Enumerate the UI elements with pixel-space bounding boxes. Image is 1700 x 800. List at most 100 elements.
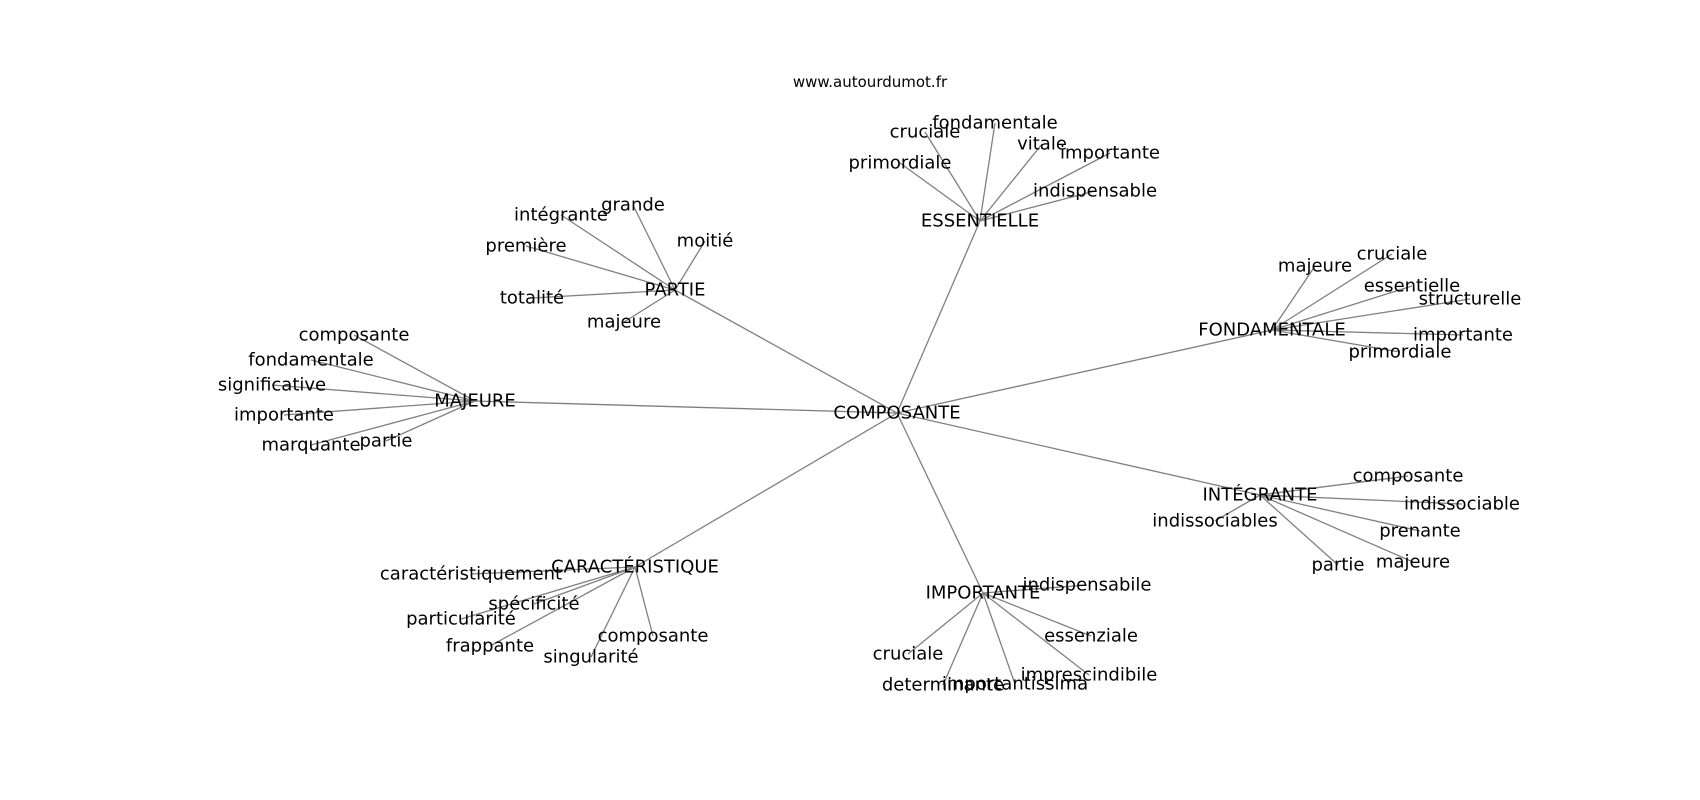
root-node-label: COMPOSANTE	[833, 403, 960, 424]
leaf-label-integrante-prenante: prenante	[1379, 521, 1460, 542]
leaf-label-caracteristique-caracteristiquement: caractéristiquement	[380, 564, 562, 585]
edge-caracteristique-composante	[634, 566, 654, 637]
edge-caracteristique-specificite	[533, 566, 636, 605]
leaf-label-partie-integrante: intégrante	[514, 205, 608, 226]
edge-majeure-composante	[353, 334, 476, 402]
leaf-label-fondamentale-majeure: majeure	[1278, 256, 1352, 277]
edge-integrante-prenante	[1259, 494, 1421, 532]
edge-importante-essenziale	[982, 592, 1092, 637]
edge-root-partie	[674, 289, 898, 414]
leaf-label-caracteristique-particularite: particularité	[406, 609, 516, 630]
edge-importante-cruciale	[907, 592, 984, 655]
leaf-label-caracteristique-specificite: spécificité	[488, 594, 579, 615]
leaf-label-importante-essenziale: essenziale	[1044, 626, 1138, 647]
leaf-label-fondamentale-primordiale: primordiale	[1349, 342, 1452, 363]
leaf-label-integrante-majeure: majeure	[1376, 552, 1450, 573]
edge-integrante-majeure	[1259, 494, 1414, 563]
edge-partie-integrante	[560, 214, 676, 291]
leaf-label-majeure-partie: partie	[360, 431, 413, 452]
edge-fondamentale-importante	[1271, 329, 1464, 336]
hub-label-majeure: MAJEURE	[434, 391, 516, 412]
leaf-label-essentielle-cruciale: cruciale	[890, 122, 961, 143]
edge-essentielle-cruciale	[924, 131, 981, 222]
edge-root-majeure	[474, 400, 898, 414]
edge-fondamentale-structurelle	[1271, 298, 1471, 331]
leaf-label-importante-indispensabile: indispensabile	[1022, 575, 1151, 596]
edge-essentielle-vitale	[979, 143, 1043, 222]
edge-fondamentale-cruciale	[1271, 253, 1393, 331]
graph-edges	[271, 122, 1471, 686]
leaf-label-importante-imprescindibile: imprescindibile	[1021, 665, 1158, 686]
edge-caracteristique-frappante	[489, 566, 636, 647]
edge-partie-moitie	[674, 240, 706, 291]
leaf-label-partie-moitie: moitié	[677, 231, 734, 252]
edge-caracteristique-caracteristiquement	[470, 566, 636, 575]
leaf-label-importante-importantissima: importantissima	[942, 674, 1088, 695]
edge-integrante-partie	[1259, 494, 1339, 566]
leaf-label-integrante-indissociable: indissociable	[1404, 494, 1520, 515]
leaf-label-majeure-importante: importante	[234, 405, 334, 426]
leaf-label-essentielle-fondamentale: fondamentale	[932, 113, 1057, 134]
leaf-label-partie-totalite: totalité	[500, 288, 564, 309]
leaf-label-integrante-partie: partie	[1312, 555, 1365, 576]
edge-majeure-importante	[283, 400, 476, 416]
edge-majeure-significative	[271, 384, 476, 402]
leaf-label-partie-grande: grande	[601, 195, 665, 216]
edge-root-integrante	[896, 412, 1261, 496]
leaf-label-partie-premiere: première	[485, 236, 566, 257]
leaf-label-fondamentale-cruciale: cruciale	[1357, 244, 1428, 265]
edge-partie-majeure	[623, 289, 676, 323]
edge-caracteristique-particularite	[460, 566, 636, 620]
leaf-label-caracteristique-composante: composante	[598, 626, 709, 647]
edge-fondamentale-essentielle	[1271, 285, 1413, 331]
edge-essentielle-fondamentale	[979, 122, 996, 222]
leaf-label-majeure-marquante: marquante	[261, 435, 360, 456]
hub-label-integrante: INTÉGRANTE	[1202, 484, 1317, 506]
hub-label-essentielle: ESSENTIELLE	[921, 211, 1039, 232]
edge-partie-totalite	[531, 289, 676, 299]
leaf-label-caracteristique-singularite: singularité	[543, 647, 638, 668]
leaf-label-essentielle-primordiale: primordiale	[849, 153, 952, 174]
leaf-label-partie-majeure: majeure	[587, 312, 661, 333]
leaf-label-essentielle-importante: importante	[1060, 143, 1160, 164]
edge-root-essentielle	[896, 220, 981, 414]
hub-label-importante: IMPORTANTE	[926, 583, 1041, 604]
edge-essentielle-importante	[979, 152, 1111, 222]
edge-fondamentale-primordiale	[1271, 329, 1401, 353]
leaf-label-majeure-composante: composante	[299, 325, 410, 346]
edge-importante-importantissima	[982, 592, 1016, 685]
edge-importante-determinante	[942, 592, 984, 686]
edge-majeure-marquante	[310, 400, 476, 446]
watermark-text: www.autourdumot.fr	[793, 73, 948, 91]
edge-root-fondamentale	[896, 329, 1273, 414]
leaf-label-importante-determinante: determinante	[882, 675, 1004, 696]
leaf-label-majeure-significative: significative	[218, 375, 326, 396]
edge-essentielle-indispensable	[979, 190, 1096, 222]
edge-majeure-partie	[385, 400, 476, 442]
edge-importante-indispensabile	[982, 584, 1088, 594]
hub-label-caracteristique: CARACTÉRISTIQUE	[551, 556, 719, 578]
leaf-label-integrante-indissociables: indissociables	[1152, 511, 1277, 532]
edge-fondamentale-majeure	[1271, 265, 1316, 331]
leaf-label-fondamentale-essentielle: essentielle	[1364, 276, 1461, 297]
edge-root-importante	[896, 412, 984, 594]
leaf-label-majeure-fondamentale: fondamentale	[248, 350, 373, 371]
edge-partie-premiere	[525, 245, 676, 291]
leaf-label-essentielle-vitale: vitale	[1017, 134, 1067, 155]
leaf-label-importante-cruciale: cruciale	[873, 644, 944, 665]
leaf-label-fondamentale-structurelle: structurelle	[1419, 289, 1522, 310]
leaf-label-fondamentale-importante: importante	[1413, 325, 1513, 346]
edge-integrante-indissociable	[1259, 494, 1463, 505]
edge-root-caracteristique	[634, 412, 898, 568]
leaf-label-caracteristique-frappante: frappante	[446, 636, 534, 657]
edge-essentielle-primordiale	[899, 162, 981, 222]
edge-integrante-indissociables	[1214, 494, 1261, 522]
hub-label-fondamentale: FONDAMENTALE	[1198, 320, 1346, 341]
edge-partie-grande	[632, 204, 676, 291]
leaf-label-integrante-composante: composante	[1353, 466, 1464, 487]
edge-importante-imprescindibile	[982, 592, 1090, 676]
edge-majeure-fondamentale	[310, 359, 476, 402]
edge-caracteristique-singularite	[590, 566, 636, 658]
